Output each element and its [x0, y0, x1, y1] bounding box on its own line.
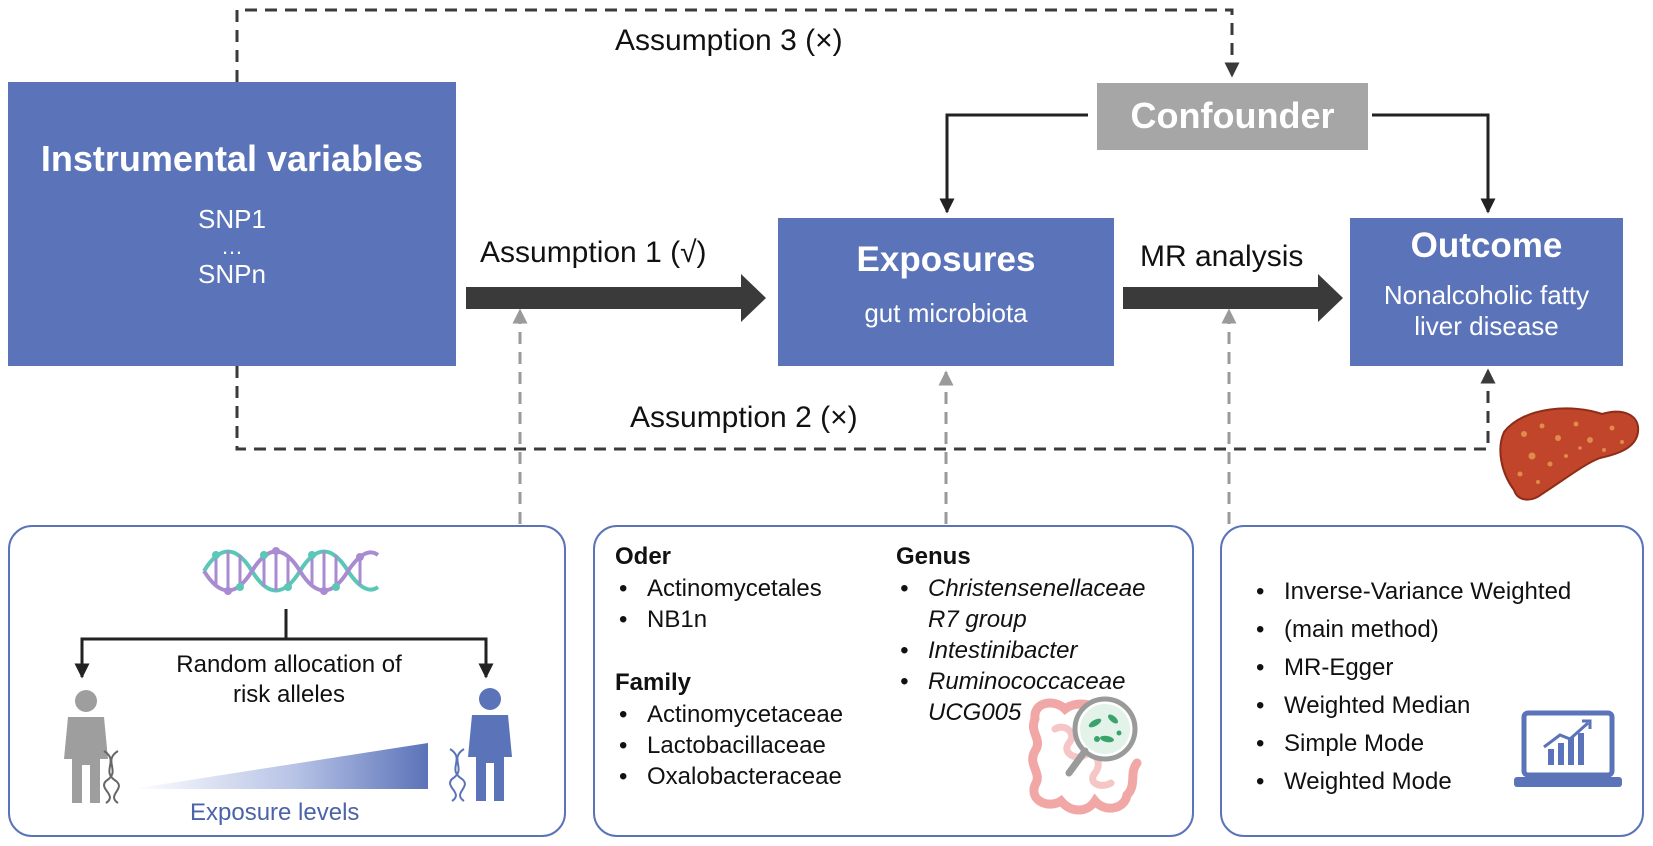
order-heading: Oder [615, 543, 672, 570]
method-item: Simple Mode [1252, 725, 1571, 763]
family-item: Lactobacillaceae [615, 730, 843, 761]
assumption1-arrow [466, 274, 766, 322]
allocation-branch-arrows [74, 609, 494, 789]
assumption2-dashed-path [235, 366, 1496, 451]
family-heading: Family [615, 669, 692, 696]
mr-methods-list: Inverse-Variance Weighted (main method) … [1252, 573, 1571, 801]
genus-heading: Genus [896, 543, 971, 570]
exposures-subtitle: gut microbiota [864, 298, 1028, 328]
dna-helix-icon [202, 547, 380, 595]
assumption2-label: Assumption 2 (×) [630, 401, 858, 434]
genus-list: Christensenellaceae R7 group Intestiniba… [896, 573, 1145, 728]
genus-item-continuation: R7 group [928, 606, 1027, 633]
assumption1-label: Assumption 1 (√) [480, 236, 707, 269]
outcome-title: Outcome [1410, 226, 1563, 265]
random-allocation-line1: Random allocation of [176, 651, 402, 678]
instrumental-variables-box: Instrumental variables SNP1 … SNPn [8, 82, 456, 366]
outcome-box: Outcome Nonalcoholic fatty liver disease [1350, 218, 1623, 366]
liver-icon [1499, 407, 1640, 501]
mr-analysis-arrow [1123, 274, 1343, 322]
mr-methods-panel: Inverse-Variance Weighted (main method) … [1220, 525, 1644, 837]
confounder-to-outcome-line [1372, 113, 1496, 214]
family-list: Actinomycetaceae Lactobacillaceae Oxalob… [615, 699, 843, 792]
genus-item: Christensenellaceae [896, 573, 1145, 604]
random-allocation-panel: Random allocation of risk alleles Exposu… [8, 525, 566, 837]
family-item: Oxalobacteraceae [615, 761, 843, 792]
method-item: (main method) [1252, 611, 1571, 649]
genus-item-continuation: UCG005 [928, 699, 1022, 726]
person-high-exposure-icon [449, 688, 512, 802]
genus-item: Intestinibacter [896, 635, 1145, 666]
laptop-chart-icon [1514, 710, 1622, 787]
order-item: NB1n [615, 604, 822, 635]
snpn-label: SNPn [198, 259, 266, 289]
exposure-levels-label: Exposure levels [190, 799, 360, 826]
instrumental-variables-title: Instrumental variables [40, 138, 424, 179]
method-item: Weighted Median [1252, 687, 1571, 725]
random-allocation-line2: risk alleles [232, 681, 346, 708]
order-item: Actinomycetales [615, 573, 822, 604]
method-item: MR-Egger [1252, 649, 1571, 687]
confounder-box: Confounder [1097, 83, 1368, 150]
mr-analysis-label: MR analysis [1140, 240, 1304, 273]
person-low-exposure-icon [64, 690, 120, 804]
order-list: Actinomycetales NB1n [615, 573, 822, 635]
exposures-box: Exposures gut microbiota [778, 218, 1114, 366]
outcome-subtitle-line1: Nonalcoholic fatty [1383, 280, 1590, 310]
method-item: Weighted Mode [1252, 763, 1571, 801]
snp1-label: SNP1 [198, 204, 266, 234]
exposures-title: Exposures [856, 240, 1036, 279]
intestine-magnifier-icon [1028, 696, 1142, 815]
genus-item: Ruminococcaceae [896, 666, 1145, 697]
confounder-title: Confounder [1130, 95, 1335, 136]
method-item: Inverse-Variance Weighted [1252, 573, 1571, 611]
snp-ellipsis: … [221, 234, 243, 259]
assumption3-dashed-path [235, 8, 1240, 82]
family-item: Actinomycetaceae [615, 699, 843, 730]
gut-microbiota-taxa-panel: Oder Actinomycetales NB1n Family Actinom… [593, 525, 1194, 837]
outcome-subtitle-line2: liver disease [1414, 311, 1559, 341]
confounder-to-exposures-line [939, 113, 1088, 214]
assumption3-label: Assumption 3 (×) [615, 24, 843, 57]
exposure-gradient-wedge [132, 743, 428, 789]
